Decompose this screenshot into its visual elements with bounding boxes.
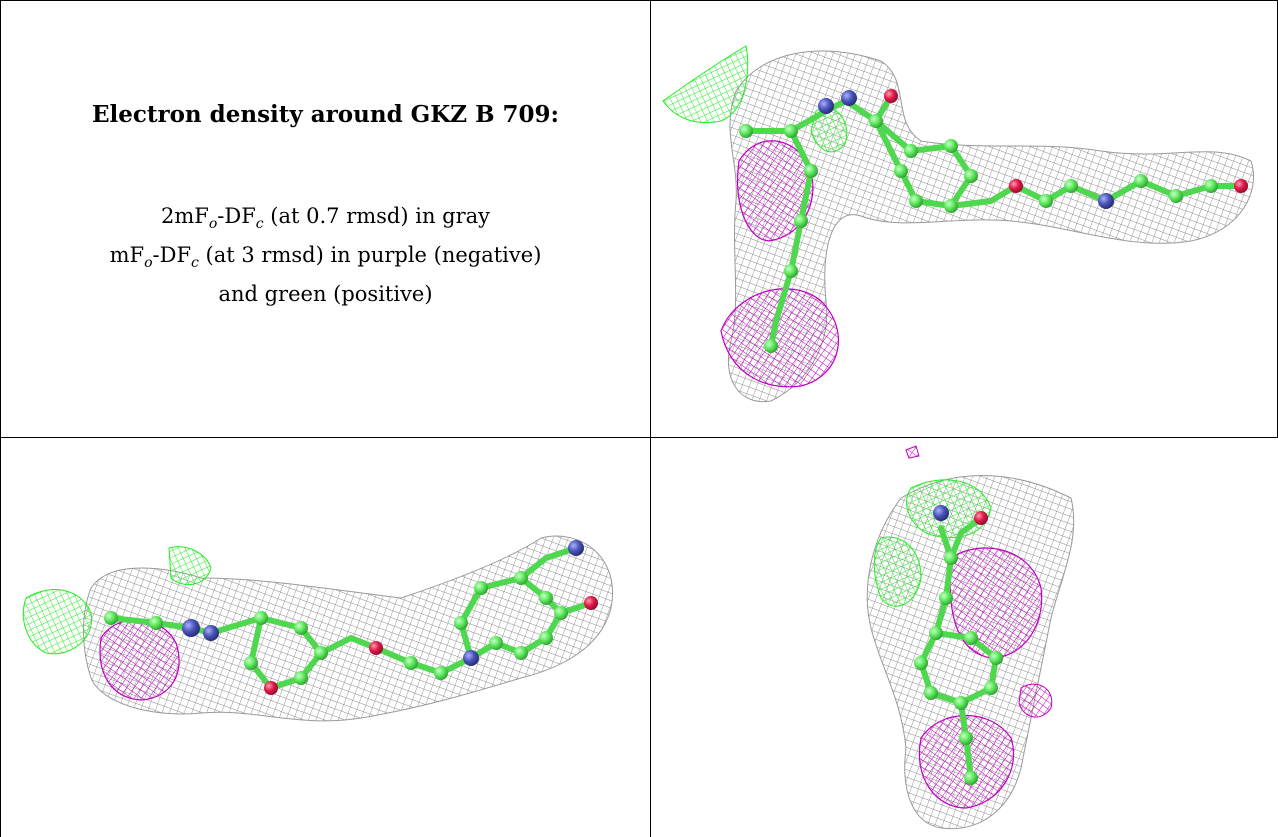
figure-title: Electron density around GKZ B 709: xyxy=(91,101,560,128)
green-mesh-positive-2 xyxy=(873,536,922,607)
view-bottom-right xyxy=(651,438,1277,837)
density-render-3 xyxy=(866,445,1075,830)
legend-line-fofc: mFo-DFc (at 3 rmsd) in purple (negative) xyxy=(109,243,542,272)
purple-mesh-negative-2 xyxy=(720,288,839,388)
purple-mesh-negative-small xyxy=(1018,683,1053,718)
purple-mesh-negative-tiny xyxy=(905,445,920,459)
density-render-2 xyxy=(22,535,613,722)
table-middle-border xyxy=(0,437,1278,438)
view-top-right xyxy=(651,1,1277,437)
caption-cell: Electron density around GKZ B 709: 2mFo-… xyxy=(1,1,650,437)
purple-mesh-negative-1 xyxy=(949,547,1043,659)
ligand-atoms xyxy=(739,89,1248,353)
table-top-border xyxy=(0,0,1278,1)
table-left-border xyxy=(0,0,1,837)
legend-line-2fofc: 2mFo-DFc (at 0.7 rmsd) in gray xyxy=(160,204,491,233)
view-bottom-left xyxy=(1,438,650,837)
ligand-atoms xyxy=(914,505,1003,785)
ligand-atoms xyxy=(104,540,598,695)
legend-line-positive: and green (positive) xyxy=(218,282,433,307)
green-mesh-positive xyxy=(662,45,749,124)
green-mesh-positive-small xyxy=(168,546,212,586)
green-mesh-positive xyxy=(22,589,93,655)
legend-text: 2mFo-DFc (at 0.7 rmsd) in gray mFo-DFc (… xyxy=(1,201,650,310)
density-render-1 xyxy=(662,45,1254,403)
table-center-border xyxy=(650,0,651,837)
